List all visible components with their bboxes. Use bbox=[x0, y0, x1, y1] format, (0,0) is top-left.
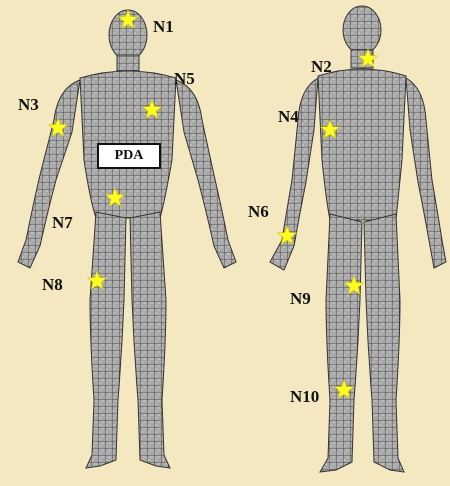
node-label-n1: N1 bbox=[153, 18, 174, 35]
back-left-leg bbox=[320, 214, 362, 472]
node-label-n6: N6 bbox=[248, 203, 269, 220]
back-right-arm bbox=[406, 78, 446, 268]
pda-box: PDA bbox=[97, 143, 161, 169]
node-label-n2: N2 bbox=[311, 58, 332, 75]
node-label-n8: N8 bbox=[42, 276, 63, 293]
node-label-n10: N10 bbox=[290, 388, 319, 405]
front-figure bbox=[15, 5, 240, 475]
node-label-n7: N7 bbox=[52, 214, 73, 231]
back-torso bbox=[318, 69, 406, 220]
back-head bbox=[343, 6, 381, 54]
node-label-n4: N4 bbox=[278, 108, 299, 125]
node-label-n9: N9 bbox=[290, 290, 311, 307]
back-right-leg bbox=[364, 214, 404, 472]
node-label-n5: N5 bbox=[174, 70, 195, 87]
node-label-n3: N3 bbox=[18, 96, 39, 113]
